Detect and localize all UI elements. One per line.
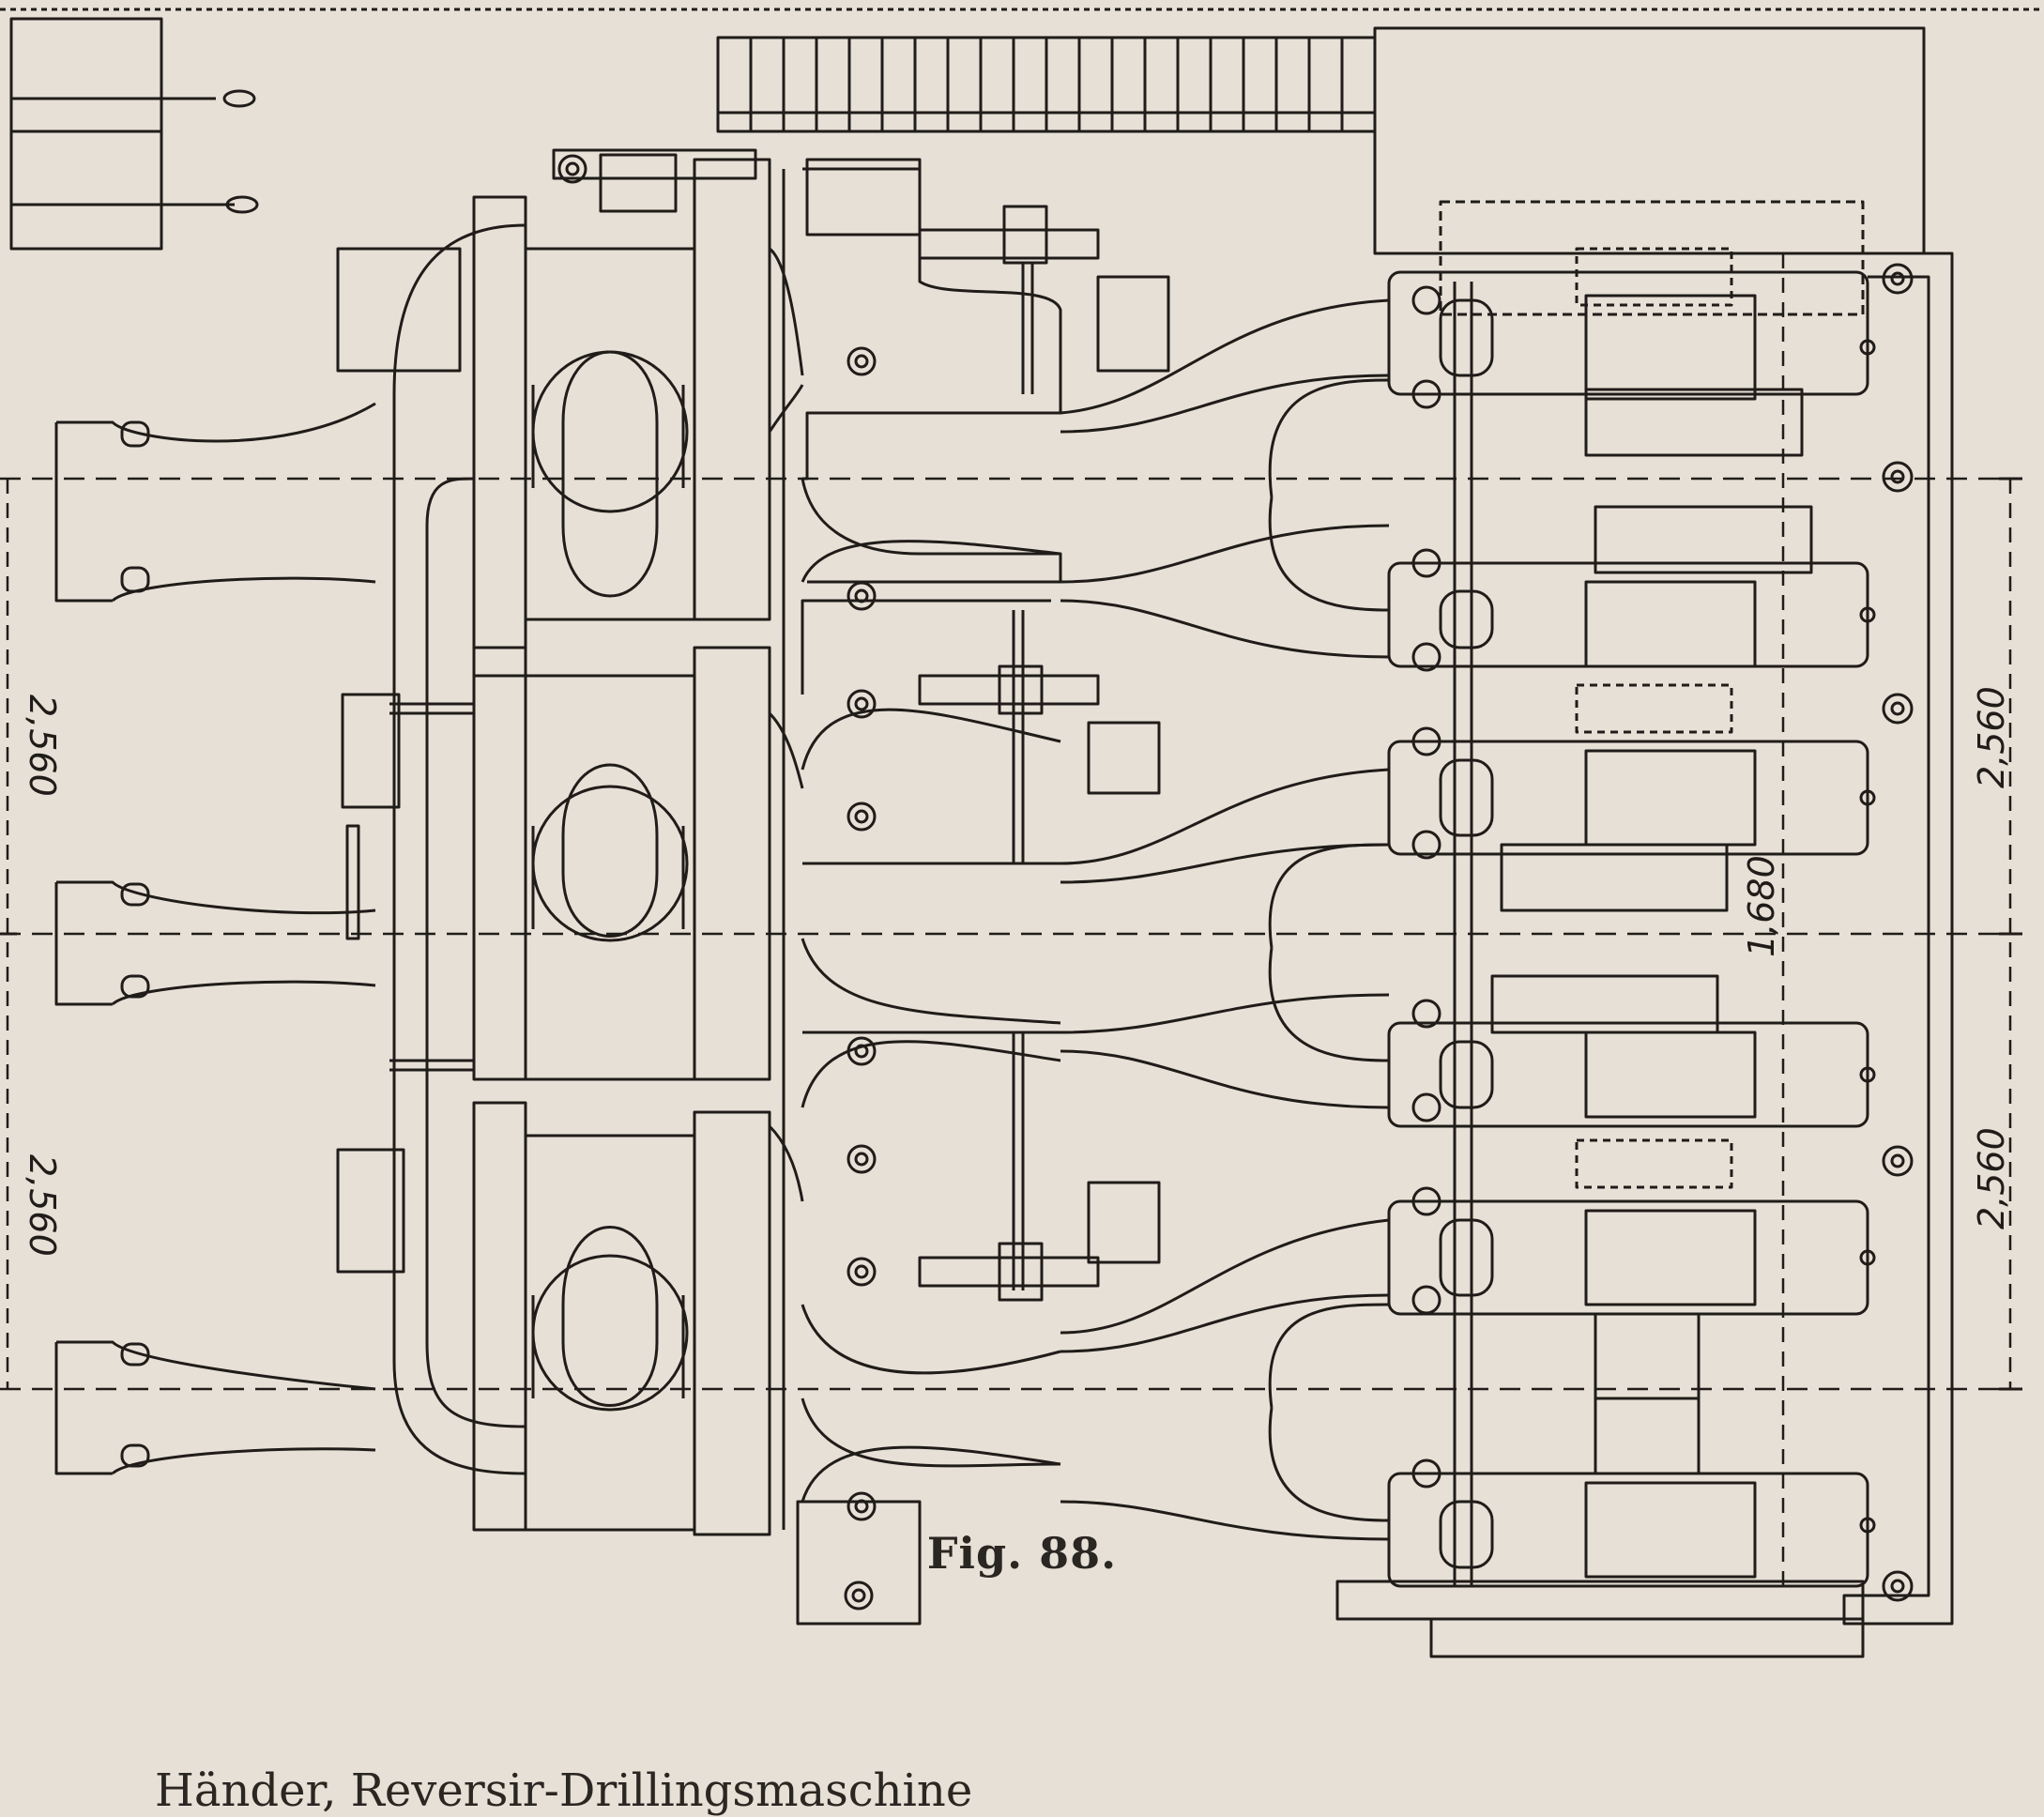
dim-right-upper: 2,560: [1971, 686, 2012, 788]
governor: [552, 148, 922, 237]
crosshead-guides: [1060, 298, 1390, 1541]
steam-manifold: [336, 223, 526, 1475]
dim-right-lower: 2,560: [1971, 1127, 2012, 1229]
cylinder-3: [472, 1101, 804, 1536]
dim-left-lower: 2,560: [22, 1154, 63, 1257]
figure-subcaption: Händer, Reversir-Drillingsmaschine: [155, 1764, 973, 1817]
dimension-ticks: [0, 477, 2022, 1391]
cylinder-1: [472, 158, 804, 678]
exhaust-nozzle-1: [54, 402, 376, 603]
top-left-lever-box: [9, 17, 259, 251]
dim-left-upper: 2,560: [22, 695, 63, 797]
engine-frames: [782, 167, 1062, 1626]
figure-caption: Fig. 88.: [926, 1528, 1118, 1579]
bed-plate-frame: [1335, 252, 1954, 1658]
dimension-lines: [6, 253, 2012, 1596]
exhaust-nozzle-2: [54, 880, 376, 1006]
crank-assemblies: [1387, 247, 1876, 1588]
valve-gear: [918, 205, 1170, 1302]
dim-center: 1,680: [1741, 855, 1782, 957]
exhaust-nozzle-3: [54, 1340, 376, 1475]
top-corrugated-drum: [716, 26, 1926, 316]
centerlines: [0, 477, 2018, 1391]
cylinder-2: [472, 646, 804, 1081]
